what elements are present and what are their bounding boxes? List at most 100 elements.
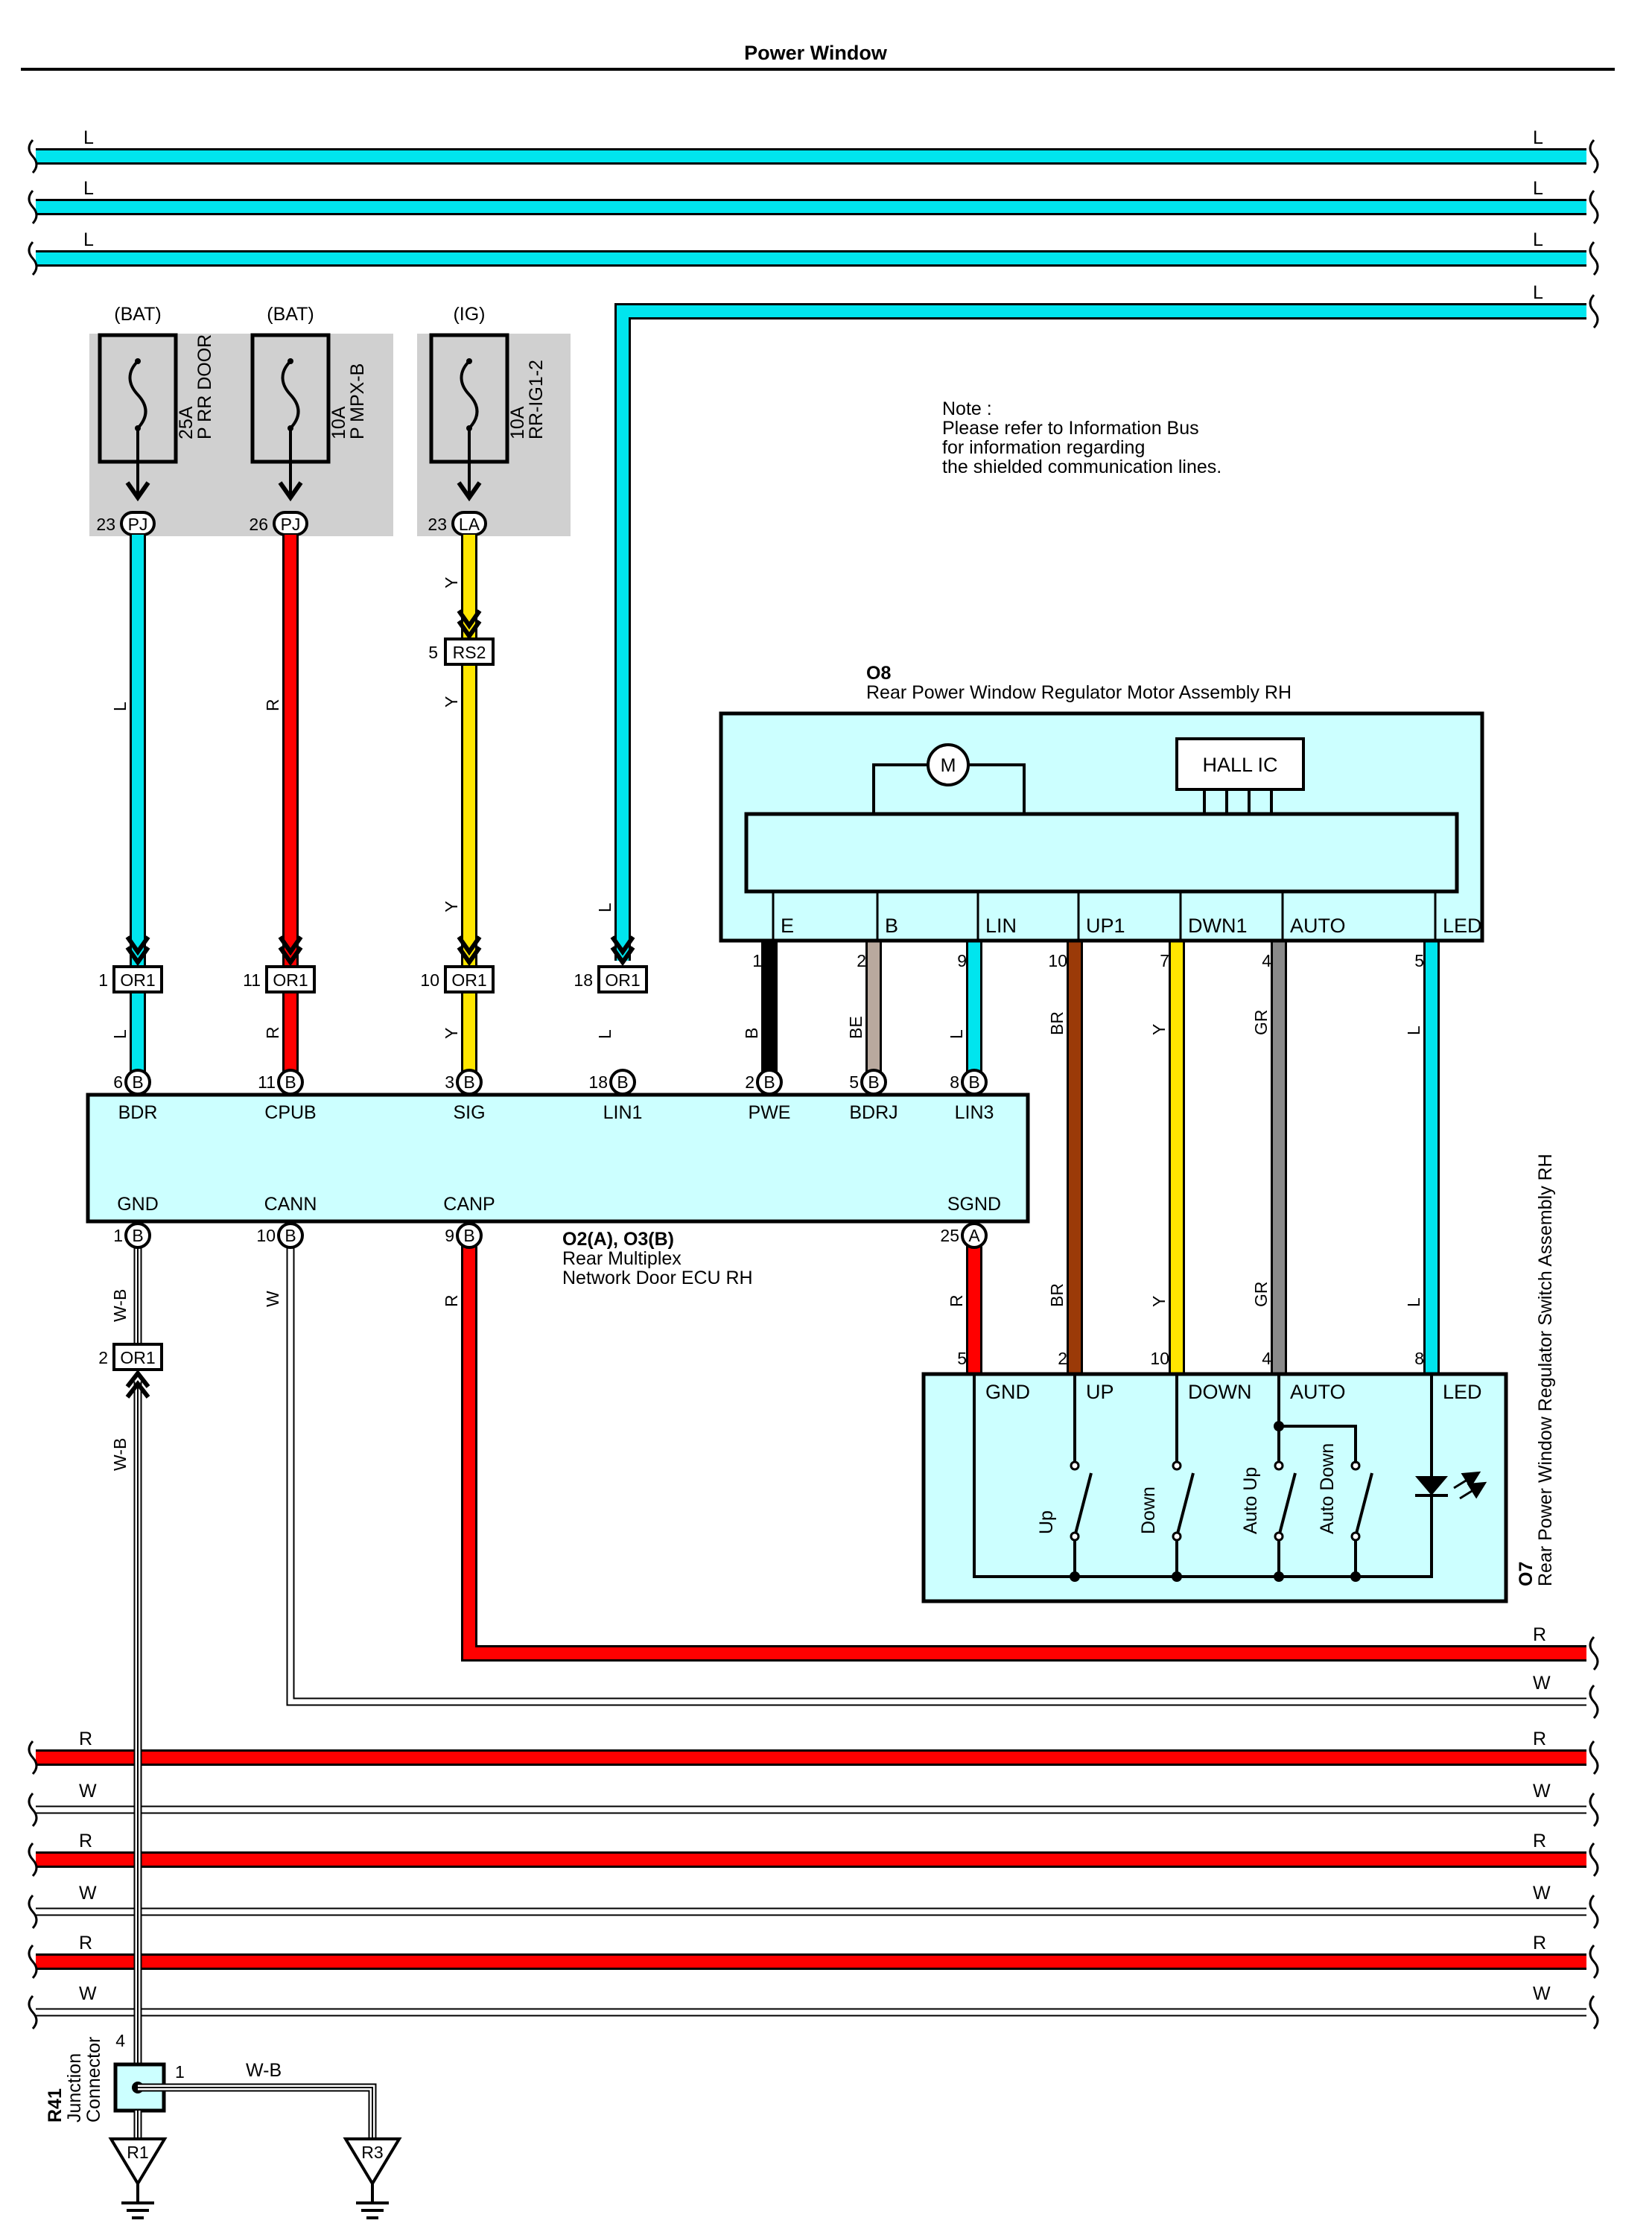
or1-pin: 11 (243, 970, 261, 990)
switch-contact (1274, 1531, 1284, 1542)
o8-pin-num: 2 (857, 951, 866, 970)
o7-pin-num: 8 (1414, 1349, 1424, 1368)
ecu-pin-conn: B (868, 1072, 879, 1092)
bus-label-right: W (1533, 1673, 1551, 1694)
wire-code-label: W (263, 1291, 282, 1307)
ecu-pin-label: SGND (947, 1194, 1001, 1215)
ecu-pin-label: BDR (118, 1102, 158, 1123)
connector-pin: 26 (249, 515, 268, 534)
bus-label-right: W (1533, 1781, 1551, 1802)
connector-label: LA (459, 515, 480, 534)
wire-code-label: R (947, 1294, 966, 1307)
or1-label: OR1 (451, 970, 486, 990)
fuse-name: P MPX-B (347, 363, 368, 439)
ecu-pin-label: SIG (453, 1102, 485, 1123)
ecu-pin-conn: B (463, 1072, 474, 1092)
bus-label-right: L (1533, 282, 1543, 303)
junction-name-line1: Junction (64, 2053, 85, 2123)
ecu-pin-num: 2 (745, 1072, 754, 1092)
ecu-pin-num: 8 (950, 1072, 959, 1092)
o8-pin-label: LIN (985, 915, 1017, 937)
bus-label-right: W (1533, 1983, 1551, 2004)
ecu-pin-num: 9 (445, 1226, 454, 1245)
fuse-supply: (IG) (453, 304, 485, 325)
or1-connector (112, 965, 163, 993)
ecu-pin (124, 1222, 151, 1249)
bus-break (28, 1994, 38, 2030)
o7-pin-num: 5 (957, 1349, 967, 1368)
bus-label-right: R (1533, 1624, 1546, 1645)
wire-code-label: R (263, 699, 282, 711)
fuse-element-icon (460, 360, 479, 430)
bus-label-left: L (83, 178, 94, 199)
bus-break (1589, 1684, 1599, 1720)
bus-label-left: W (79, 1883, 97, 1904)
o7-pin-label: AUTO (1290, 1381, 1346, 1403)
wire-code-label: L (595, 1029, 614, 1039)
wire-code-label: GR (1251, 1282, 1271, 1308)
o8-code: O8 (866, 663, 891, 684)
switch-blade (1277, 1472, 1297, 1537)
svg-text:Note :: Note : (942, 398, 992, 419)
arrow-icon (125, 946, 150, 967)
rs2-pin: 5 (428, 643, 438, 662)
o7-pin-label: LED (1443, 1381, 1482, 1403)
arrow-icon (125, 481, 150, 502)
switch-label: Up (1036, 1510, 1057, 1534)
page-title: Power Window (744, 42, 888, 64)
wire-code-label: B (742, 1028, 761, 1039)
connector-pin: 23 (96, 515, 115, 534)
ecu-name-line2: Network Door ECU RH (562, 1268, 753, 1288)
ecu-pin (456, 1069, 483, 1096)
arrow-icon (125, 935, 150, 956)
ecu-pin-num: 3 (445, 1072, 454, 1092)
ecu-name-line1: Rear Multiplex (562, 1248, 682, 1269)
bus-break (1589, 1842, 1599, 1878)
light-arrow-icon (1453, 1471, 1481, 1489)
ecu-pins: B6BDRB11CPUBB3SIGB18LIN1B2PWEB5BDRJB8LIN… (113, 1069, 1001, 1249)
wire-cann-core (287, 1236, 1586, 1705)
bus-break (28, 1842, 38, 1878)
wire-code-label: Y (442, 696, 461, 708)
wire-code-label: Y (1149, 1024, 1169, 1035)
arrow-icon (278, 935, 303, 956)
wire-junction-r3-core (138, 2085, 375, 2145)
wire-code-label: Y (1149, 1296, 1169, 1307)
or1-connector (112, 1343, 163, 1371)
ecu-pin-label: BDRJ (849, 1102, 898, 1123)
bus-label-left: W (79, 1983, 97, 2004)
junction-pin-out: 1 (175, 2062, 185, 2082)
wire-code-label: BE (846, 1016, 865, 1039)
o8-pin-label: B (885, 915, 898, 937)
arrow-icon (610, 935, 635, 956)
o8-pin-num: 10 (1048, 951, 1067, 970)
o7-pin-label: UP (1086, 1381, 1114, 1403)
ecu-pin (756, 1069, 783, 1096)
fuse-rating: 25A (176, 406, 197, 439)
fuse-dot (466, 358, 472, 364)
switch-label: Auto Up (1240, 1467, 1261, 1534)
bus-break (1589, 241, 1599, 276)
wire-code-label: W-B (110, 1289, 130, 1322)
ecu-pin (961, 1222, 988, 1249)
wire-code-label: Y (442, 901, 461, 912)
connector-pin: 23 (428, 515, 447, 534)
ecu-pin-conn: A (968, 1226, 980, 1245)
bus-label-right: L (1533, 178, 1543, 199)
wire-code-label: L (110, 702, 130, 711)
o7-pin-label: DOWN (1188, 1381, 1251, 1403)
bus-label-right: R (1533, 1831, 1546, 1851)
bus-label-left: R (79, 1831, 92, 1851)
or1-label: OR1 (120, 1348, 155, 1367)
o8-pin-label: DWN1 (1188, 915, 1248, 937)
wire-code-label: BR (1047, 1283, 1067, 1307)
ecu-pin (277, 1069, 304, 1096)
o8-pin-num: 1 (752, 951, 762, 970)
note: Note : Please refer to Information Bus f… (942, 398, 1221, 477)
switch-contact (1070, 1531, 1080, 1542)
bus-break (1589, 293, 1599, 329)
svg-text:for information regarding: for information regarding (942, 437, 1145, 458)
